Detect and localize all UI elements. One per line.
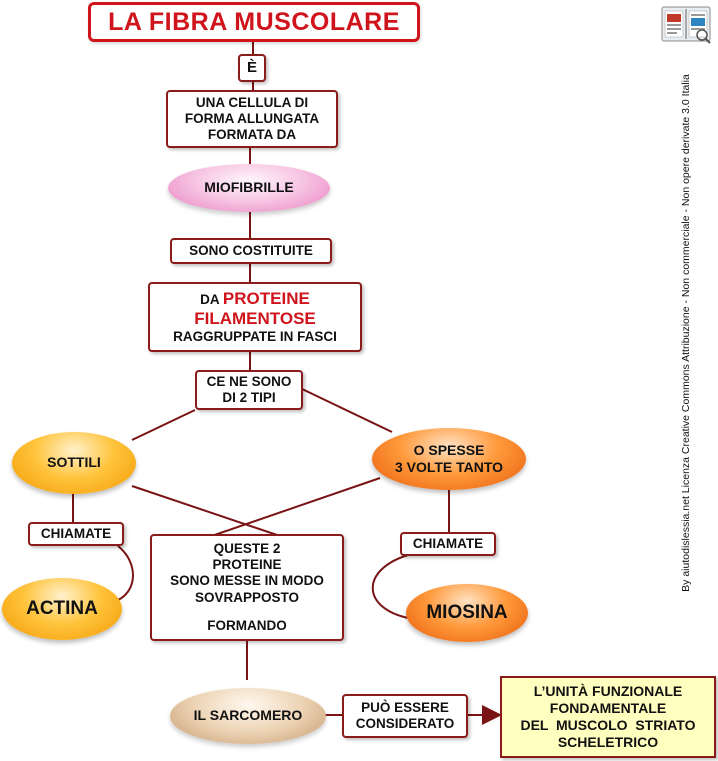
ce-ne-sono-line-2: DI 2 TIPI: [222, 390, 276, 405]
ce-ne-sono-line-1: CE NE SONO: [206, 373, 292, 389]
unita-line-3: DEL MUSCOLO STRIATO: [520, 717, 696, 733]
spesse-line-2: 3 VOLTE TANTO: [394, 459, 504, 475]
label-e: È: [238, 54, 266, 82]
chiamate-right-text: CHIAMATE: [412, 535, 484, 551]
box-puo-essere: PUÒ ESSERE CONSIDERATO: [342, 694, 468, 738]
miofibrille-text: MIOFIBRILLE: [204, 179, 294, 196]
miosina-text: MIOSINA: [426, 602, 508, 624]
license-text: By aiutodislessia.net Licenza Creative C…: [680, 74, 693, 592]
cellula-line-1: UNA CELLULA DI: [195, 94, 309, 110]
spesse-line-1: O SPESSE: [413, 441, 485, 458]
puo-essere-line-2: CONSIDERATO: [355, 716, 455, 731]
actina-text: ACTINA: [26, 598, 98, 620]
label-sono-costituite: SONO COSTITUITE: [170, 238, 332, 264]
oval-miofibrille: MIOFIBRILLE: [168, 164, 330, 212]
chiamate-left-text: CHIAMATE: [40, 525, 112, 541]
box-unita-funzionale: L’UNITÀ FUNZIONALE FONDAMENTALE DEL MUSC…: [500, 676, 716, 758]
sarcomero-text: IL SARCOMERO: [193, 707, 303, 724]
box-cellula: UNA CELLULA DI FORMA ALLUNGATA FORMATA D…: [166, 90, 338, 148]
queste-line-1: QUESTE 2: [213, 541, 281, 557]
oval-miosina: MIOSINA: [406, 584, 528, 642]
license-text-vertical: By aiutodislessia.net Licenza Creative C…: [656, 48, 716, 618]
box-queste: QUESTE 2 PROTEINE SONO MESSE IN MODO SOV…: [150, 534, 344, 641]
box-ce-ne-sono: CE NE SONO DI 2 TIPI: [195, 370, 303, 410]
label-e-text: È: [246, 59, 257, 76]
unita-line-1: L’UNITÀ FUNZIONALE: [533, 683, 683, 700]
box-proteine: DA PROTEINE FILAMENTOSE RAGGRUPPATE IN F…: [148, 282, 362, 352]
queste-line-3: SONO MESSE IN MODO: [170, 573, 324, 589]
cellula-line-2: FORMA ALLUNGATA: [184, 110, 320, 126]
unita-line-2: FONDAMENTALE: [549, 700, 667, 717]
queste-line-4: SOVRAPPOSTO: [194, 589, 300, 605]
unita-line-4: SCHELETRICO: [557, 733, 659, 750]
oval-sottili: SOTTILI: [12, 432, 136, 494]
proteine-text: PROTEINE: [222, 288, 310, 308]
cellula-line-3: FORMATA DA: [207, 127, 297, 143]
puo-essere-line-1: PUÒ ESSERE: [361, 699, 449, 715]
label-chiamate-right: CHIAMATE: [400, 532, 496, 556]
oval-sarcomero: IL SARCOMERO: [170, 688, 326, 744]
oval-actina: ACTINA: [2, 578, 122, 640]
raggruppate-text: RAGGRUPPATE IN FASCI: [173, 329, 337, 345]
sono-costituite-text: SONO COSTITUITE: [189, 242, 313, 258]
oval-spesse: O SPESSE 3 VOLTE TANTO: [372, 428, 526, 490]
label-chiamate-left: CHIAMATE: [28, 522, 124, 546]
page-title: LA FIBRA MUSCOLARE: [88, 2, 420, 42]
da-text: DA: [200, 291, 223, 307]
sottili-text: SOTTILI: [47, 454, 101, 471]
queste-line-2: PROTEINE: [212, 557, 282, 573]
queste-line-6: FORMANDO: [207, 617, 287, 633]
book-logo-icon: [661, 6, 711, 44]
proteine-line-1: DA PROTEINE: [200, 289, 310, 309]
filamentose-text: FILAMENTOSE: [194, 308, 316, 328]
